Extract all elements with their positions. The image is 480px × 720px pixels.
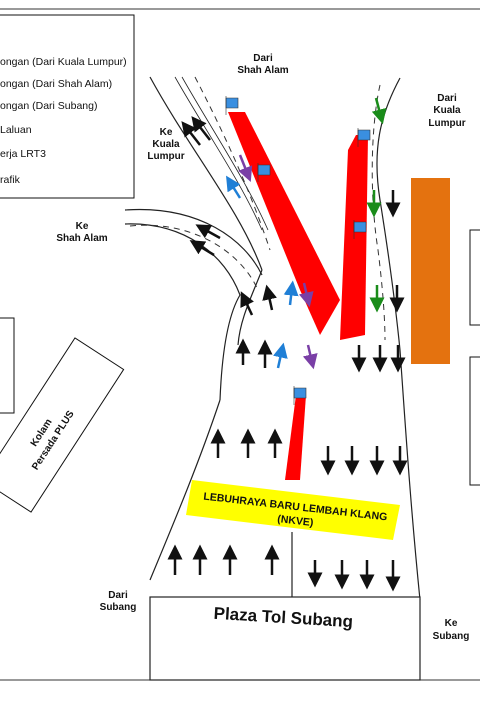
lane-markings: [129, 76, 386, 341]
label-dari-kl-3: Lumpur: [428, 118, 465, 129]
label-dari-subang-2: Subang: [100, 602, 137, 613]
legend-item-laluan: Laluan: [0, 124, 32, 136]
label-dari-shah-alam-1: Dari: [253, 53, 273, 64]
highway-code: (NKVE): [277, 513, 314, 529]
flag-icon: [257, 163, 271, 182]
closure-zones: [228, 112, 368, 480]
kolam-block: [0, 337, 125, 513]
flag-icon: [353, 220, 367, 239]
highway-banner: LEBUHRAYA BARU LEMBAH KLANG (NKVE): [186, 480, 400, 540]
flags: [225, 96, 371, 405]
legend-item-shah-alam: ongan (Dari Shah Alam): [0, 78, 112, 90]
legend-item-kl: ongan (Dari Kuala Lumpur): [0, 56, 127, 68]
direction-arrow-icon: [167, 97, 408, 592]
label-dari-kl-1: Dari: [437, 93, 457, 104]
label-dari-shah-alam-2: Shah Alam: [237, 65, 288, 76]
flag-icon: [293, 386, 307, 405]
side-building-upper: [469, 229, 480, 326]
label-ke-shah-alam-1: Ke: [76, 221, 89, 232]
label-ke-kl-3: Lumpur: [147, 151, 184, 162]
label-ke-shah-alam-2: Shah Alam: [56, 233, 107, 244]
flag-icon: [225, 96, 239, 115]
label-ke-kl-2: Kuala: [152, 139, 180, 150]
legend-item-subang: ongan (Dari Subang): [0, 100, 97, 112]
building-orange: [411, 178, 450, 364]
left-building: [0, 317, 15, 414]
label-ke-kl-1: Ke: [160, 127, 173, 138]
legend-item-lrt3: erja LRT3: [0, 148, 46, 160]
label-dari-subang-1: Dari: [108, 590, 128, 601]
side-building-lower: [469, 356, 480, 486]
flag-icon: [357, 128, 371, 147]
label-dari-kl-2: Kuala: [433, 105, 461, 116]
legend: ongan (Dari Kuala Lumpur) ongan (Dari Sh…: [0, 14, 135, 199]
legend-item-trafik: rafik: [0, 174, 21, 186]
label-ke-subang-2: Subang: [433, 631, 470, 642]
label-ke-subang-1: Ke: [445, 618, 458, 629]
